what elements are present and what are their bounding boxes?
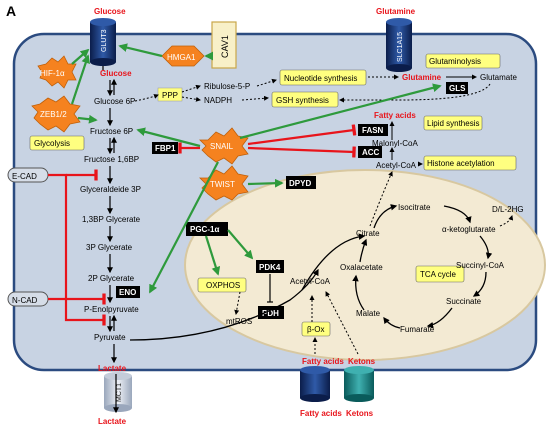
2p-glycerate: 2P Glycerate: [88, 274, 135, 283]
ncad-receptor: N-CAD: [7, 291, 49, 307]
citrate: Citrate: [356, 229, 380, 238]
fatty-acids-in: Fatty acids: [302, 357, 344, 366]
lactate-in: Lactate: [98, 364, 127, 373]
ecad-label: E-CAD: [12, 172, 37, 181]
glucose-in: Glucose: [100, 69, 132, 78]
keton-transporter: [344, 366, 374, 402]
oxphos-label: OXPHOS: [206, 281, 240, 290]
pdh-label: PDH: [262, 309, 279, 318]
gls-label: GLS: [449, 84, 466, 93]
glutamine-out: Glutamine: [376, 7, 416, 16]
fumarate: Fumarate: [400, 325, 435, 334]
mtros: mtROS: [226, 317, 252, 326]
a-ketoglutarate: α-ketoglutarate: [442, 225, 496, 234]
nadph: NADPH: [204, 96, 232, 105]
tca-label: TCA cycle: [420, 270, 457, 279]
isocitrate: Isocitrate: [398, 203, 431, 212]
acetyl-coa-cyto: Acetyl-CoA: [376, 161, 417, 170]
hmga1-label: HMGA1: [167, 53, 196, 62]
glut3-label: GLUT3: [101, 29, 108, 52]
lipid-box: [423, 115, 483, 131]
succinyl-coa: Succinyl-CoA: [456, 261, 505, 270]
slc1a15-label: SLC1A15: [397, 32, 404, 62]
lipid-label: Lipid synthesis: [427, 119, 479, 128]
glutamine-in: Glutamine: [402, 73, 442, 82]
box-box: [301, 321, 331, 337]
glut3-transporter: GLUT3: [90, 18, 116, 66]
d-l-2hg: D/L-2HG: [492, 205, 524, 214]
fasn-box: [358, 124, 388, 136]
glycolysis-box: [29, 135, 85, 151]
gsh-label: GSH synthesis: [276, 96, 329, 105]
eno-label: ENO: [119, 288, 136, 297]
pgc1a-box: PGC-1α: [186, 222, 228, 236]
box-label: β-Ox: [307, 325, 325, 334]
dpyd-box: [286, 176, 316, 189]
cav1-box: CAV1: [211, 21, 237, 69]
fructose-6p: Fructose 6P: [90, 127, 133, 136]
acc-label: ACC: [362, 148, 380, 157]
pyruvate: Pyruvate: [94, 333, 126, 342]
cav1-label: CAV1: [220, 35, 230, 58]
fructose-16bp: Fructose 1,6BP: [84, 155, 139, 164]
pdk4-label: PDK4: [259, 263, 281, 272]
ketons-in: Ketons: [348, 357, 376, 366]
fatty-acids-bottom: Fatty acids: [300, 409, 342, 418]
snail-star: SNAIL: [199, 127, 249, 165]
gls-box: [446, 82, 468, 94]
mct1-transporter: MCT1: [104, 372, 132, 412]
ketons-bottom: Ketons: [346, 409, 374, 418]
eno-box: [116, 286, 140, 298]
zeb12-label: ZEB1/2: [40, 110, 67, 119]
glutaminolysis-label: Glutaminolysis: [429, 57, 481, 66]
ribulose-5p: Ribulose-5-P: [204, 82, 250, 91]
fatty-acids-top: Fatty acids: [374, 111, 416, 120]
hif1a-label: HIF-1α: [40, 69, 65, 78]
glucose-out: Glucose: [94, 7, 126, 16]
glyceraldehyde-3p: Glyceraldeide 3P: [80, 185, 141, 194]
histone-box: [423, 155, 517, 171]
dpyd-label: DPYD: [289, 179, 311, 188]
pdh-box: [258, 306, 284, 319]
ncad-label: N-CAD: [12, 296, 38, 305]
zeb12-star: ZEB1/2: [31, 95, 81, 133]
twist-label: TWIST: [210, 180, 235, 189]
acc-box: [358, 146, 382, 158]
fbp1-box: [152, 142, 178, 154]
fbp1-label: FBP1: [155, 144, 176, 153]
oxaloacetate: Oxalacetate: [340, 263, 383, 272]
glucose-6p: Glucose 6P: [94, 97, 135, 106]
tca-box: [415, 265, 465, 283]
malonyl-coa: Malonyl-CoA: [372, 139, 418, 148]
fatty-acid-transporter: [300, 366, 330, 402]
pgc1a-label: PGC-1α: [190, 225, 219, 234]
acetyl-coa-mito: Acetyl-CoA: [290, 277, 331, 286]
ppp-label: PPP: [162, 91, 178, 100]
panel-label: A: [6, 3, 16, 19]
nucleotide-label: Nucleotide synthesis: [284, 74, 357, 83]
ecad-receptor: E-CAD: [7, 167, 49, 183]
glutamate: Glutamate: [480, 73, 517, 82]
hmga1-hexagon: HMGA1: [161, 45, 205, 67]
snail-label: SNAIL: [210, 142, 234, 151]
glycolysis-label: Glycolysis: [34, 139, 70, 148]
gsh-box: [271, 91, 339, 108]
13bp-glycerate: 1,3BP Glycerate: [82, 215, 141, 224]
slc1a15-transporter: SLC1A15: [386, 18, 412, 72]
lactate-out: Lactate: [98, 417, 127, 426]
succinate: Succinate: [446, 297, 482, 306]
malate: Malate: [356, 309, 381, 318]
glutaminolysis-box: [425, 53, 501, 69]
p-enolpyruvate: P-Enolpyruvate: [84, 305, 139, 314]
histone-label: Histone acetylation: [427, 159, 495, 168]
fasn-label: FASN: [362, 126, 384, 135]
pdk4-box: [256, 260, 284, 273]
nucleotide-box: [279, 69, 367, 86]
hif1a-star: HIF-1α: [37, 55, 77, 89]
oxphos-box: [197, 277, 247, 293]
3p-glycerate: 3P Glycerate: [86, 243, 133, 252]
mct1-label: MCT1: [116, 383, 123, 402]
